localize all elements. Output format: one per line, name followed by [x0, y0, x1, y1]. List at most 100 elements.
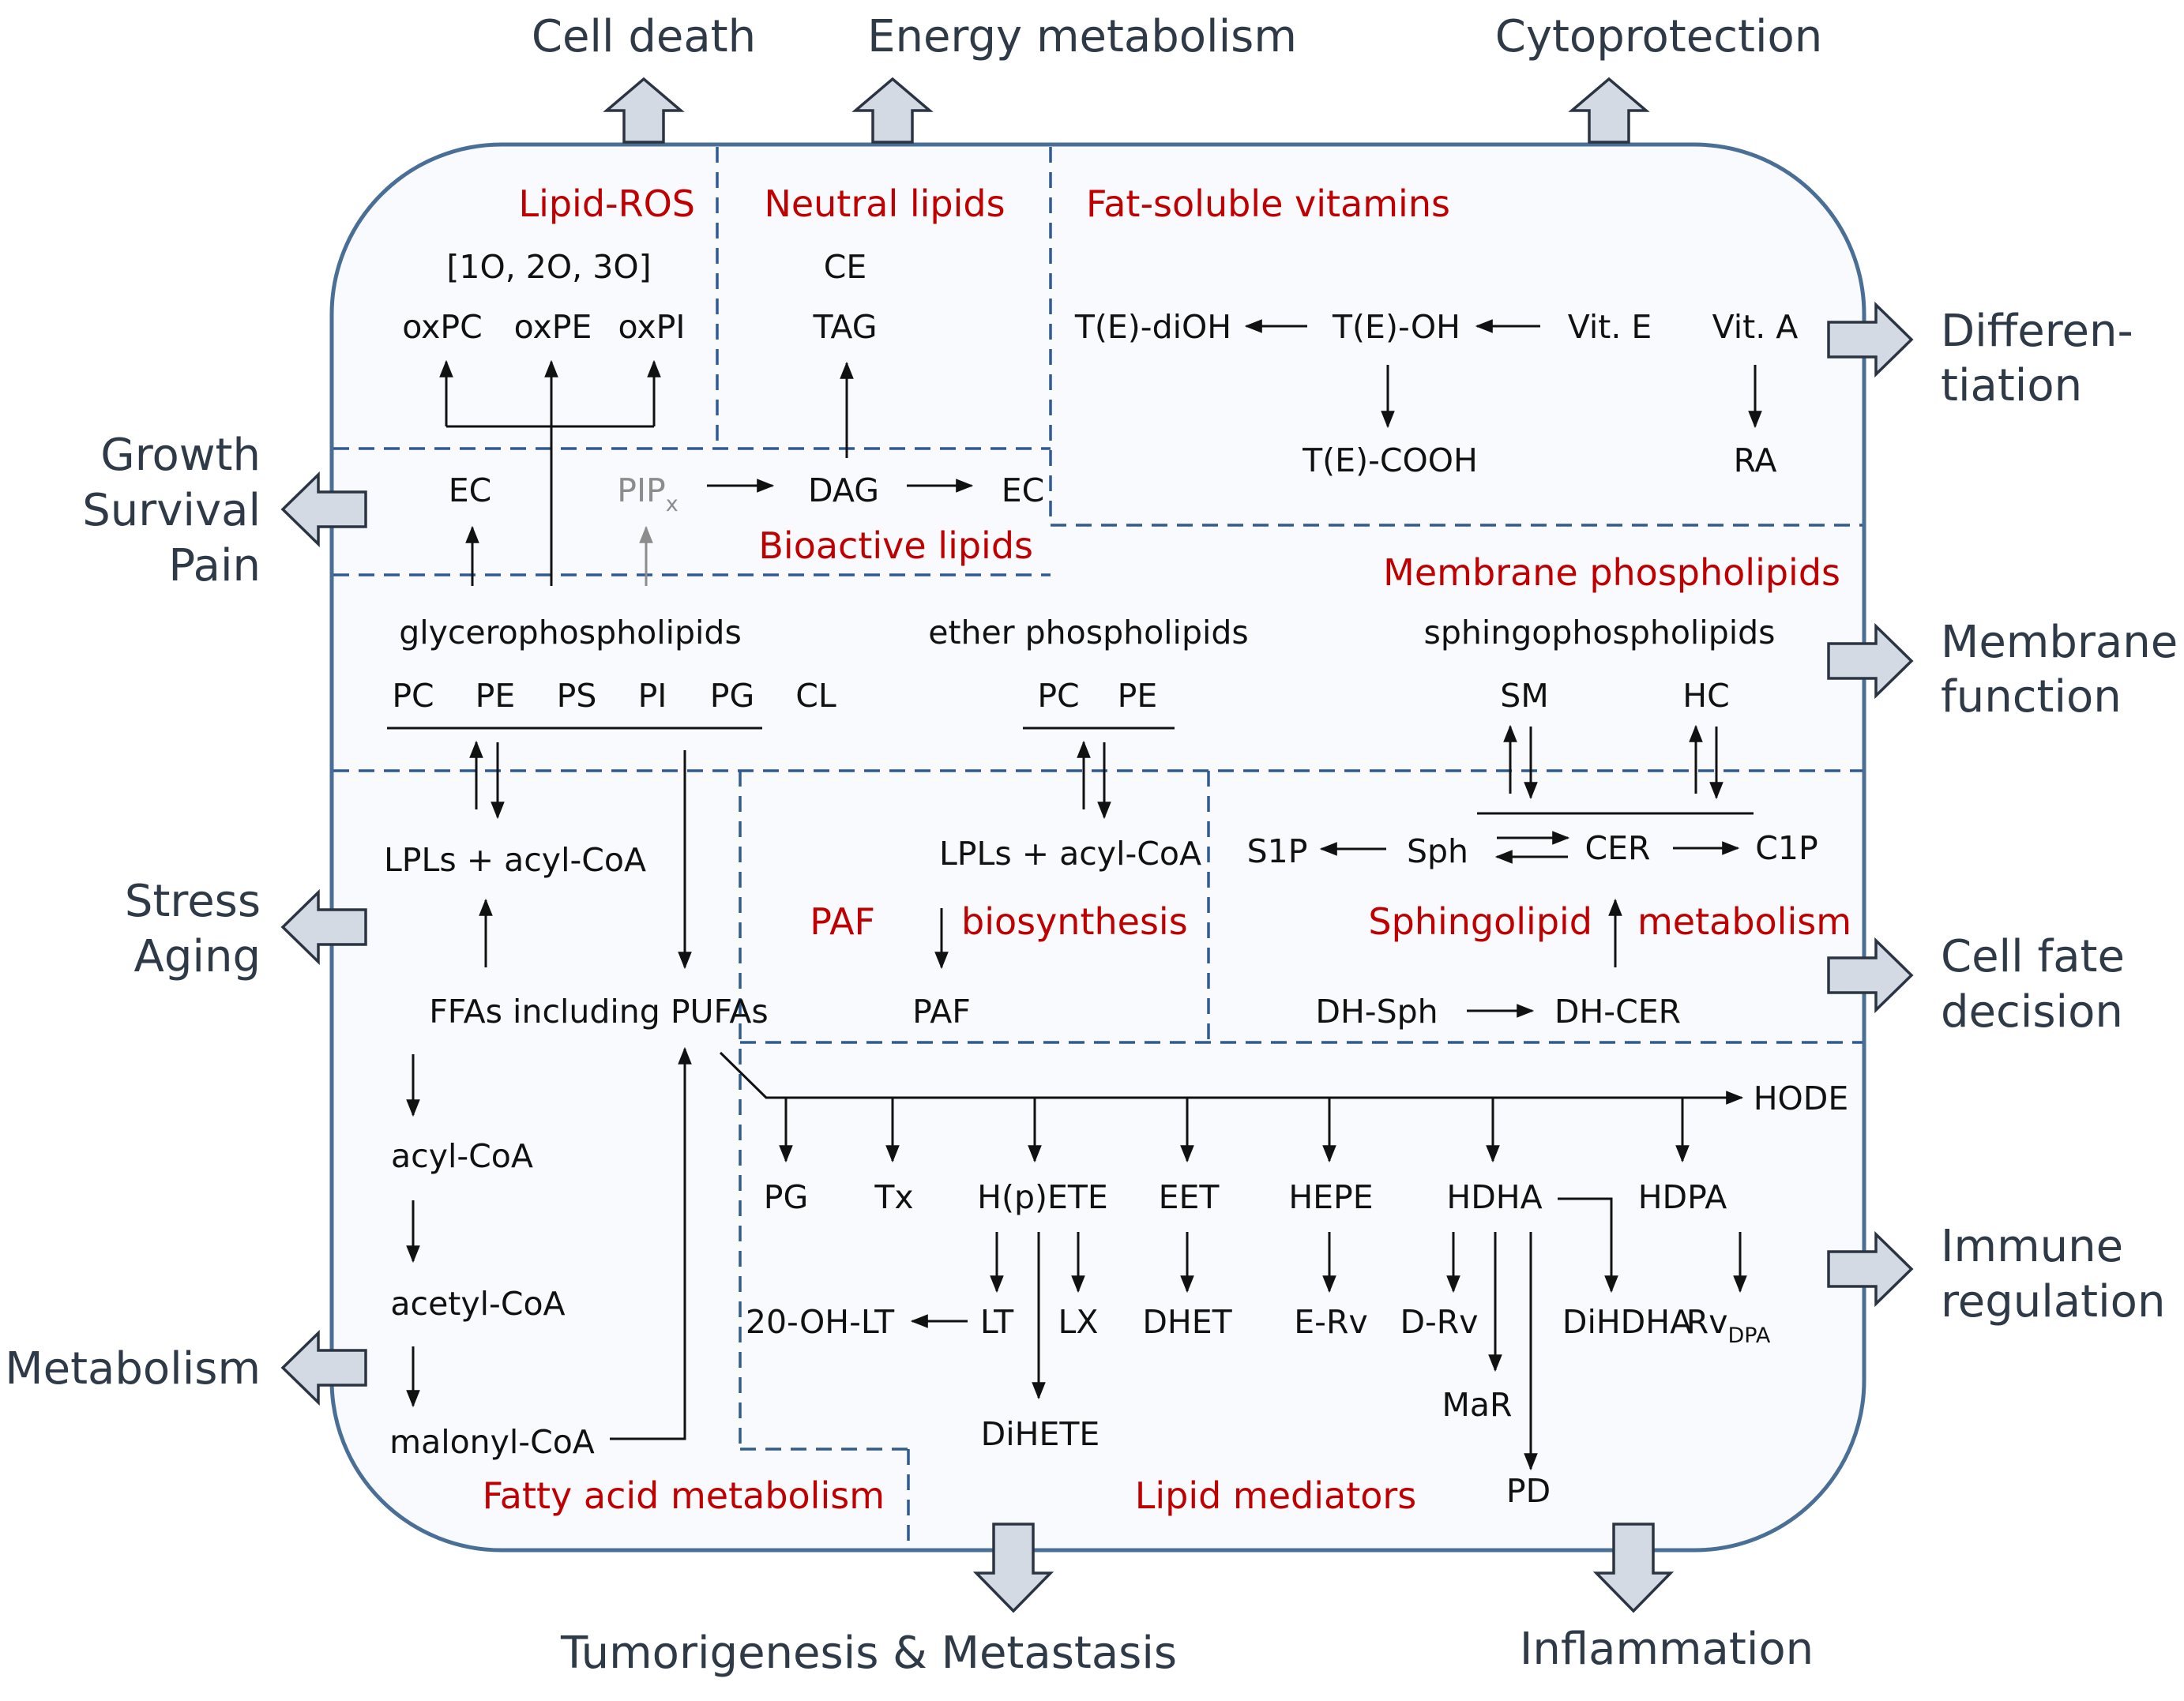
sm-label: SM [1500, 677, 1548, 715]
compartment-borders [333, 147, 1863, 1549]
sphingophospholipids-label: sphingophospholipids [1424, 614, 1776, 651]
outcome-arrows [280, 77, 1914, 1613]
lx-label: LX [1058, 1303, 1099, 1341]
dhet-label: DHET [1142, 1303, 1232, 1341]
right-arrow-differentiation [1827, 301, 1914, 378]
section-neutral-lipids: Neutral lipids [764, 182, 1005, 225]
membrane-phospholipids-block: glycerophospholipids ether phospholipids… [387, 614, 1776, 730]
outcome-growth: Growth [100, 430, 261, 481]
outcome-cytoprotection: Cytoprotection [1495, 11, 1823, 62]
ec-left-label: EC [449, 471, 492, 509]
outcome-labels: Cell death Energy metabolism Cytoprotect… [5, 11, 2178, 1679]
vit-e-label: Vit. E [1568, 308, 1652, 346]
ce-label: CE [824, 248, 867, 286]
section-membrane-phospholipids: Membrane phospholipids [1383, 551, 1840, 594]
left-arrow-metabolism [280, 1329, 367, 1406]
t-cooh-label: T(E)-COOH [1302, 441, 1478, 479]
mar-label: MaR [1442, 1386, 1513, 1424]
pip-text: PIP [617, 471, 666, 509]
dihdha-label: DiHDHA [1562, 1303, 1692, 1341]
oxpi-label: oxPI [618, 308, 686, 346]
up-arrow-cytoprotection [1568, 77, 1650, 144]
rv-dpa-label: RvDPA [1686, 1303, 1771, 1348]
oxpc-label: oxPC [402, 308, 482, 346]
dh-sph-label: DH-Sph [1315, 993, 1438, 1031]
acyl-coa-label: acyl-CoA [391, 1137, 533, 1175]
rv-subscript: DPA [1727, 1324, 1770, 1348]
malonyl-coa-label: malonyl-CoA [389, 1423, 595, 1461]
right-arrow-immune [1827, 1230, 1914, 1308]
vitamins-block: T(E)-diOH T(E)-OH Vit. E Vit. A T(E)-COO… [1074, 308, 1799, 479]
oxpe-label: oxPE [514, 308, 592, 346]
down-arrow-tumorigenesis [972, 1523, 1054, 1613]
t-diol-label: T(E)-diOH [1074, 308, 1231, 346]
right-arrow-membrane [1827, 622, 1914, 700]
right-arrow-cell-fate [1827, 937, 1914, 1014]
ec-right-label: EC [1002, 471, 1045, 509]
section-lipid-ros: Lipid-ROS [518, 182, 695, 225]
up-arrow-cell-death [603, 77, 685, 144]
section-bioactive-lipids: Bioactive lipids [758, 524, 1033, 567]
dag-label: DAG [808, 471, 879, 509]
cell-boundary [329, 142, 1866, 1553]
hc-label: HC [1682, 677, 1729, 715]
outcome-membrane-line1: Membrane [1941, 617, 2178, 668]
lipid-mediators-block: HODE PG Tx H(p)ETE EET HEPE HDHA HDPA 20… [719, 1051, 1848, 1510]
outcome-survival: Survival [82, 485, 261, 536]
bioactive-lipids-block: EC PIPx DAG EC [449, 471, 1045, 586]
oxidation-states-label: [1O, 2O, 3O] [446, 248, 651, 286]
tag-label: TAG [813, 308, 878, 346]
malonyl-to-ffas-arrow [610, 1046, 692, 1440]
outcome-inflammation: Inflammation [1520, 1624, 1814, 1675]
neutral-lipids-block: CE TAG [813, 248, 878, 458]
hdha-to-dihdha-arrow [1558, 1197, 1618, 1294]
hdha-label: HDHA [1446, 1178, 1542, 1216]
ffas-label: FFAs including PUFAs [429, 993, 769, 1031]
section-paf: PAF [810, 900, 875, 943]
lt-label: LT [980, 1303, 1014, 1341]
outcome-energy-metabolism: Energy metabolism [867, 11, 1297, 62]
down-arrow-inflammation [1592, 1523, 1675, 1613]
hepe-label: HEPE [1288, 1178, 1373, 1216]
ether-phospholipids-label: ether phospholipids [928, 614, 1249, 651]
left-arrow-stress [280, 888, 367, 966]
dh-cer-label: DH-CER [1554, 993, 1681, 1031]
ether-pc-label: PC [1037, 677, 1079, 715]
glycerophospholipids-label: glycerophospholipids [399, 614, 742, 651]
pe-label: PE [476, 677, 516, 715]
outcome-immune-line2: regulation [1941, 1276, 2165, 1327]
section-sphingo-metabolism: metabolism [1637, 900, 1851, 943]
t-oh-label: T(E)-OH [1332, 308, 1460, 346]
pg-label: PG [710, 677, 755, 715]
outcome-aging: Aging [134, 931, 261, 982]
e-rv-label: E-Rv [1294, 1303, 1367, 1341]
c1p-label: C1P [1755, 829, 1817, 867]
outcome-tumorigenesis: Tumorigenesis & Metastasis [560, 1628, 1177, 1679]
tx-label: Tx [874, 1178, 913, 1216]
ffas-to-mediators-line [719, 1051, 1744, 1105]
cer-label: CER [1584, 829, 1650, 867]
section-fatty-acid-metabolism: Fatty acid metabolism [483, 1474, 885, 1517]
outcome-differentiation-line2: tiation [1941, 360, 2082, 411]
d-rv-label: D-Rv [1400, 1303, 1478, 1341]
section-sphingolipid: Sphingolipid [1368, 900, 1592, 943]
pd-label: PD [1506, 1472, 1551, 1510]
hdpa-label: HDPA [1638, 1178, 1727, 1216]
s1p-label: S1P [1247, 832, 1308, 870]
pc-label: PC [392, 677, 434, 715]
section-fat-soluble-vitamins: Fat-soluble vitamins [1086, 182, 1450, 225]
hpete-label: H(p)ETE [977, 1178, 1108, 1216]
outcome-stress: Stress [125, 876, 261, 927]
section-lipid-mediators: Lipid mediators [1135, 1474, 1417, 1517]
paf-label: PAF [912, 993, 971, 1031]
outcome-pain: Pain [168, 540, 261, 591]
outcome-membrane-line2: function [1941, 671, 2122, 723]
sphingolipid-block: S1P Sph CER C1P DH-Sph DH-CER [1247, 724, 1818, 1031]
dihete-label: DiHETE [981, 1415, 1100, 1453]
vit-a-label: Vit. A [1712, 308, 1799, 346]
cl-label: CL [795, 677, 836, 715]
sph-label: Sph [1407, 832, 1468, 870]
rv-text: Rv [1686, 1303, 1728, 1341]
fa-lpls-label: LPLs + acyl-CoA [384, 841, 646, 879]
